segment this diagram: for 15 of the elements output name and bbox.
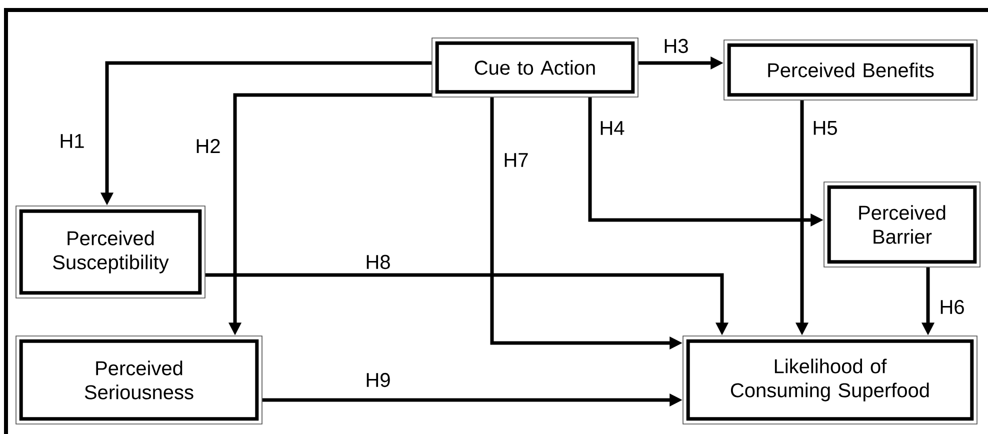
- edge-label: H4: [598, 120, 626, 136]
- double-bordered-box: Likelihood of Consuming Superfood: [682, 336, 978, 424]
- double-bordered-box: Perceived Barrier: [824, 182, 980, 268]
- double-bordered-box: Perceived Susceptibility: [16, 206, 206, 298]
- edge-label: H8: [364, 254, 392, 270]
- edge-label: H2: [194, 138, 222, 154]
- edge-label: H6: [938, 298, 966, 316]
- double-bordered-box: Perceived Benefits: [724, 40, 978, 100]
- double-bordered-box: Perceived Seriousness: [16, 336, 262, 424]
- edge-label: H5: [811, 120, 839, 136]
- double-bordered-box: Cue to Action: [432, 38, 638, 98]
- edge-label: H1: [58, 133, 86, 149]
- edge-label: H7: [502, 152, 530, 168]
- edge-label: H3: [662, 38, 690, 54]
- edge-label: H9: [364, 372, 392, 388]
